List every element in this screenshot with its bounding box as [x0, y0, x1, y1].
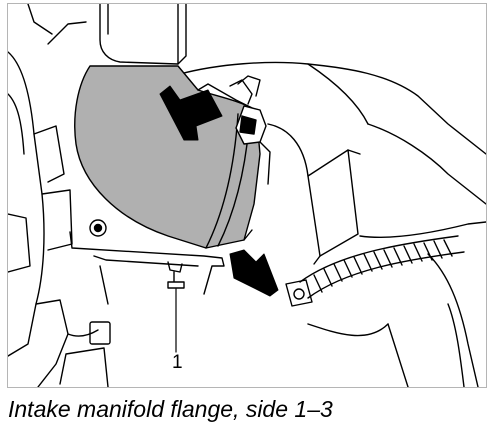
right-background-structure — [179, 61, 486, 387]
hose-clamp — [285, 235, 465, 307]
technical-illustration: 1 — [7, 3, 487, 388]
flange-clip — [229, 79, 271, 185]
arrow-icon — [229, 249, 279, 297]
left-engine-structure — [8, 4, 111, 387]
figure-caption: Intake manifold flange, side 1–3 — [8, 396, 333, 422]
engine-bay-drawing — [8, 4, 486, 387]
callout-number: 1 — [172, 352, 183, 373]
lower-bracket — [69, 219, 225, 305]
upper-pipe — [99, 4, 187, 65]
arrow-icon — [159, 85, 223, 141]
